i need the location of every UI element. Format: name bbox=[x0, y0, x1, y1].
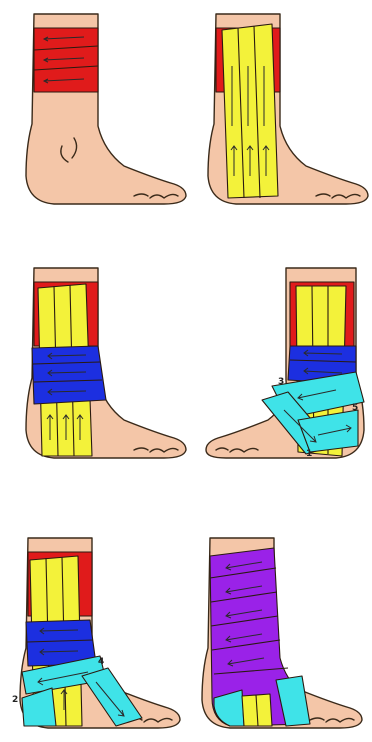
yellow-stirrups bbox=[242, 694, 272, 726]
label-2: 2 bbox=[12, 695, 18, 705]
panel-step-3 bbox=[26, 268, 186, 458]
yellow-stirrups bbox=[222, 24, 278, 198]
panel-step-2 bbox=[208, 14, 368, 204]
red-anchor-band bbox=[34, 28, 98, 92]
label-4: 4 bbox=[98, 657, 104, 667]
label-5: 5 bbox=[352, 403, 358, 413]
panel-step-1 bbox=[26, 14, 186, 204]
label-3: 3 bbox=[278, 377, 284, 387]
panel-step-6 bbox=[202, 538, 362, 728]
panel-step-5: 4 2 bbox=[12, 538, 180, 728]
panel-step-4: 3 5 1 bbox=[206, 268, 364, 459]
blue-horseshoe-band bbox=[32, 346, 106, 404]
label-1: 1 bbox=[306, 449, 312, 459]
